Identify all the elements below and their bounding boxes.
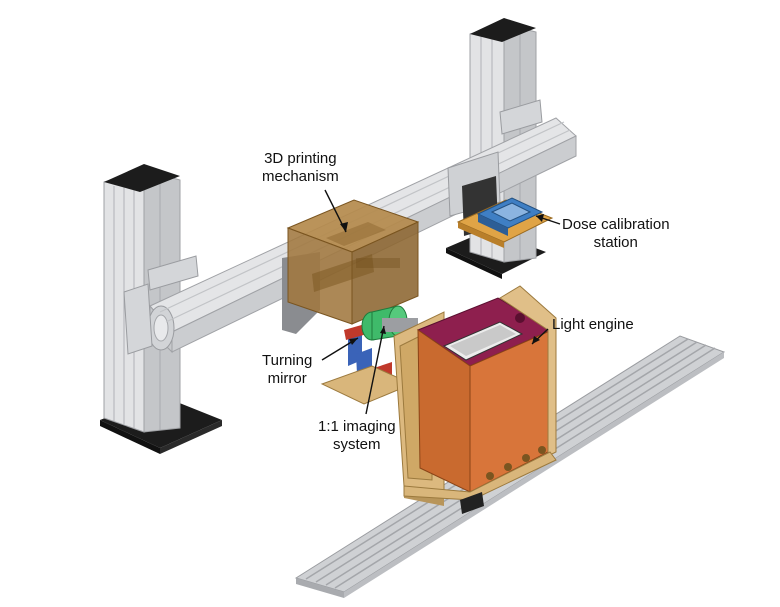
printing-mechanism — [282, 199, 420, 334]
label-turning-mirror: Turning mirror — [262, 352, 312, 388]
label-light-engine-line1: Light engine — [552, 316, 634, 333]
label-imaging-system: 1:1 imaging system — [318, 418, 396, 454]
label-printing-mechanism-line1: 3D printing — [264, 150, 337, 167]
label-imaging-system-line2: system — [333, 436, 381, 453]
label-imaging-system-line1: 1:1 imaging — [318, 418, 396, 435]
label-dose-calibration-line2: station — [593, 234, 638, 251]
label-dose-calibration: Dose calibration station — [562, 216, 670, 252]
label-turning-mirror-line2: mirror — [267, 370, 307, 387]
label-dose-calibration-line1: Dose calibration — [562, 216, 670, 233]
leader-lines — [321, 189, 561, 415]
label-light-engine: Light engine — [552, 316, 634, 334]
label-turning-mirror-line1: Turning — [262, 352, 313, 369]
dose-calibration-station — [456, 176, 554, 248]
imaging-system-lens — [361, 305, 418, 341]
label-printing-mechanism: 3D printing mechanism — [262, 150, 339, 186]
label-printing-mechanism-line2: mechanism — [262, 168, 339, 185]
light-engine — [393, 285, 557, 514]
